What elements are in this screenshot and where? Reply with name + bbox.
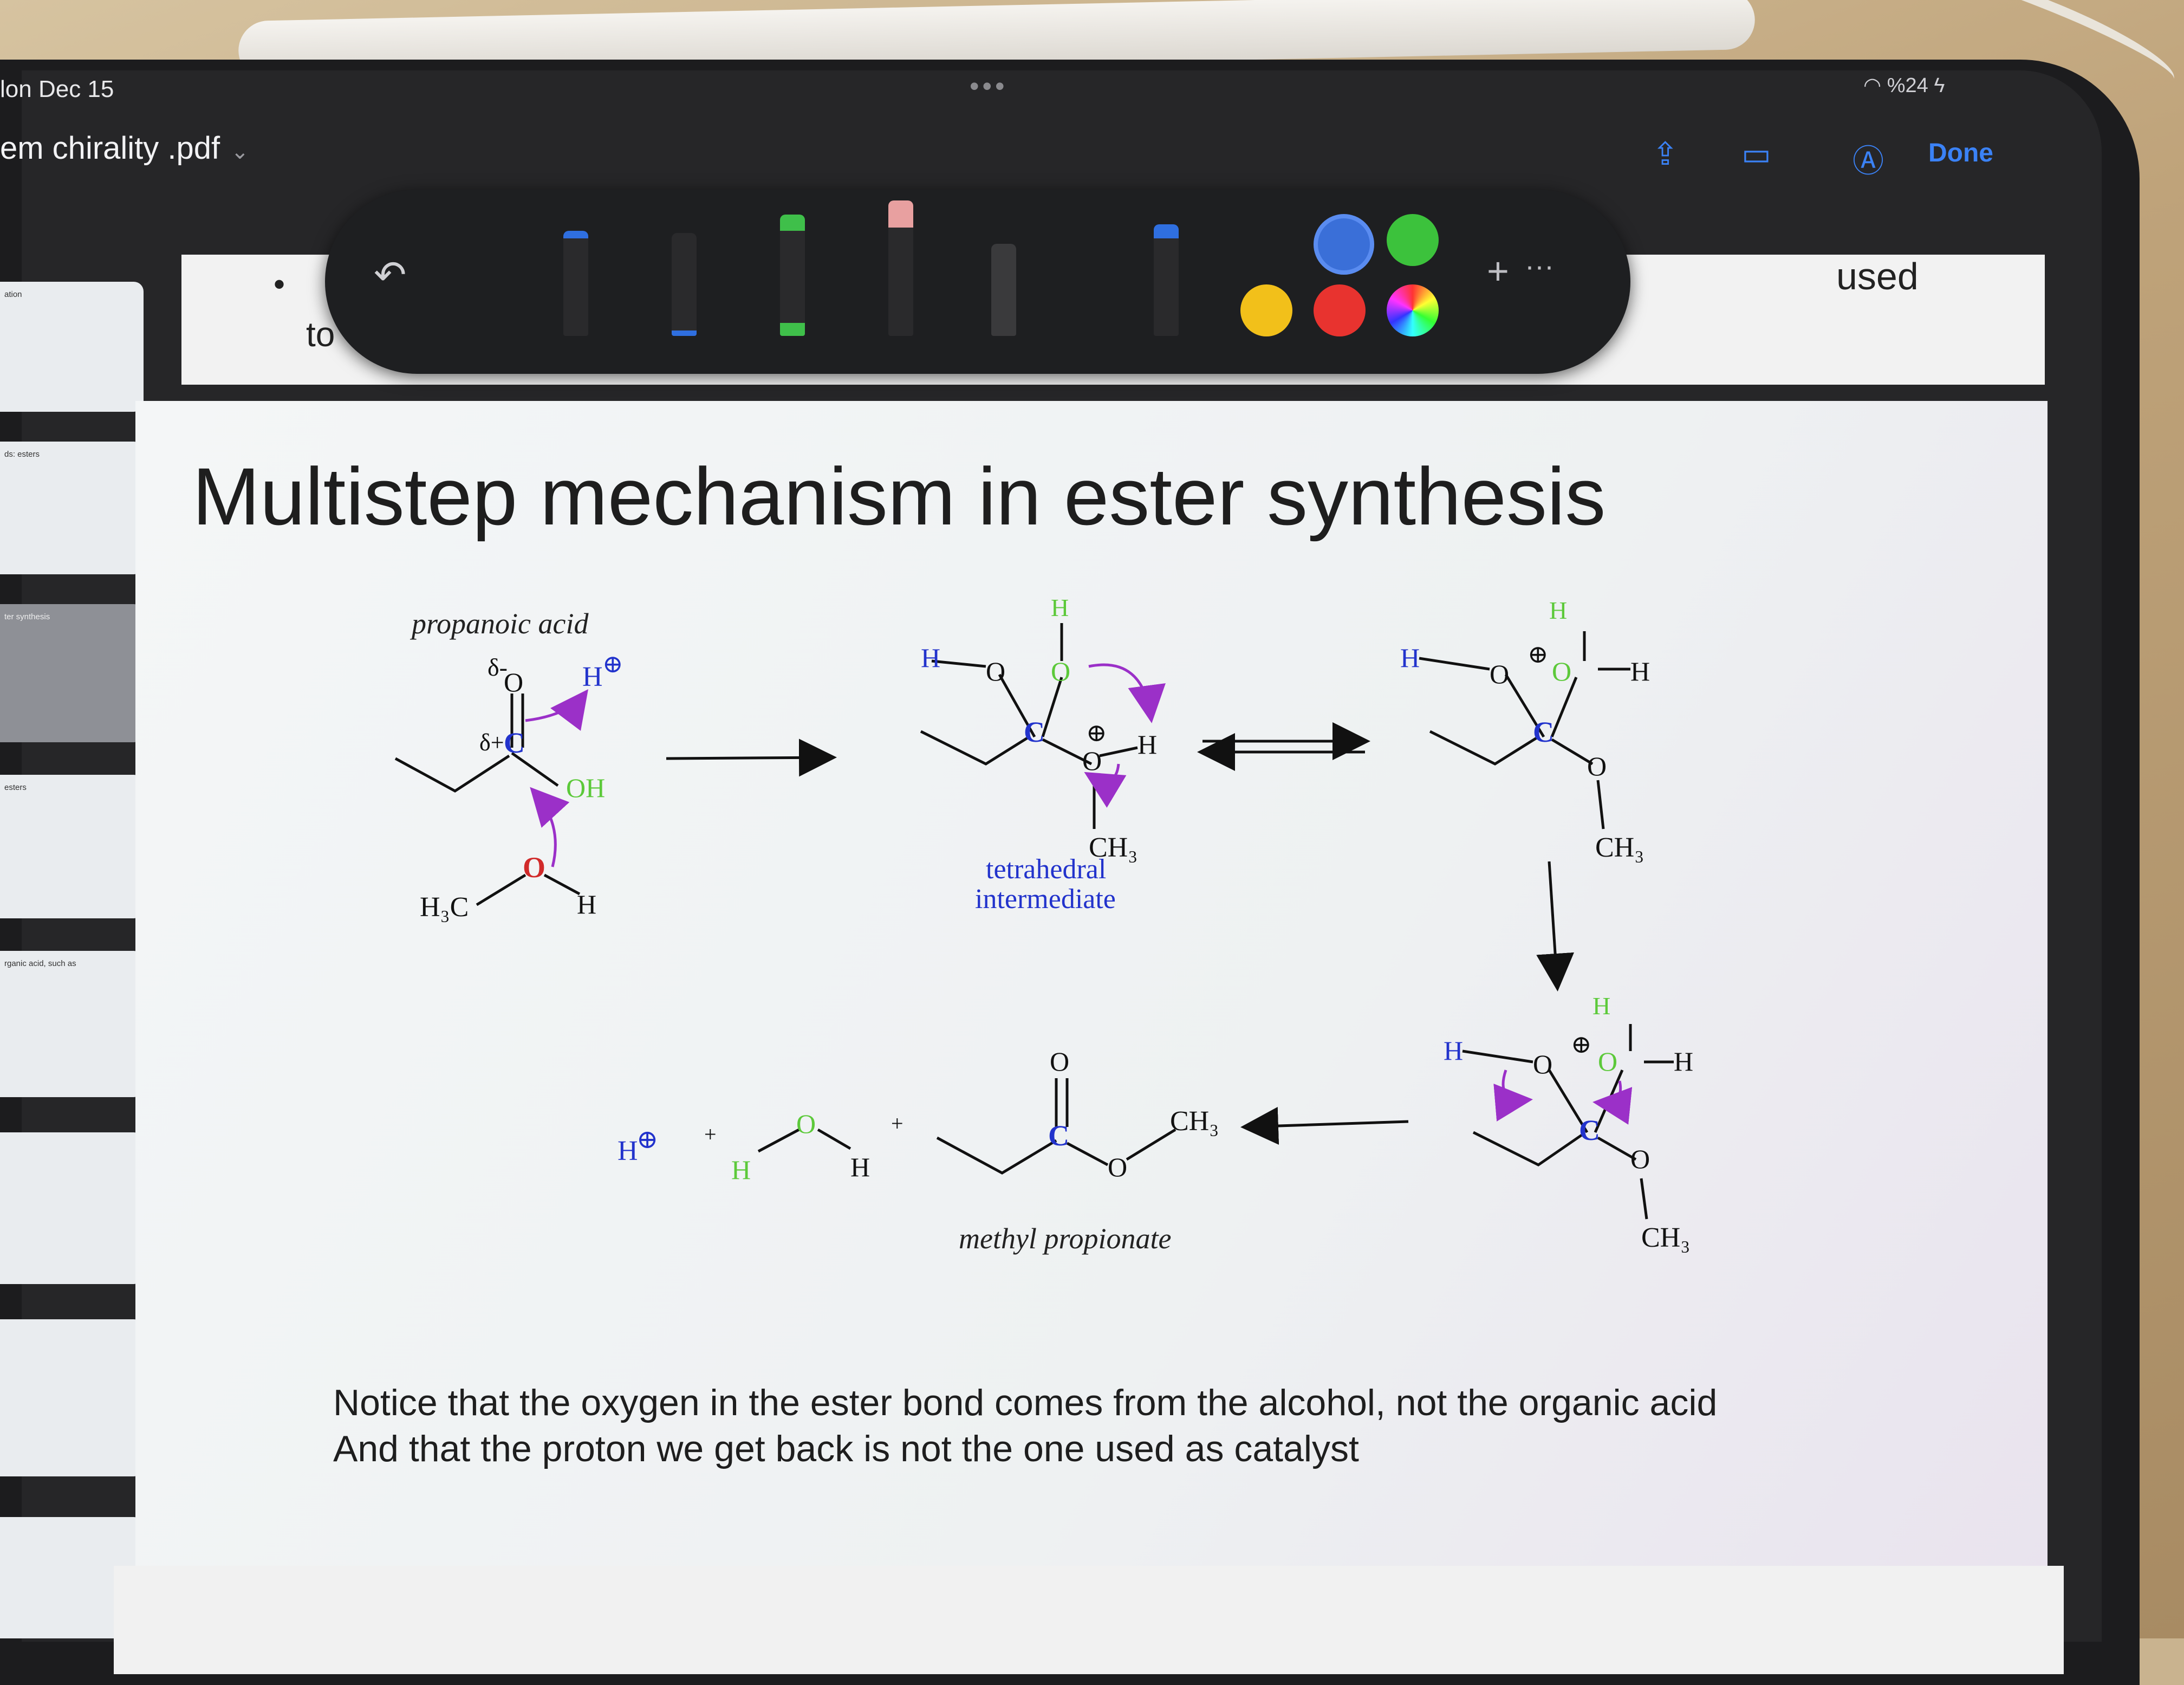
atom-o-green: O (1552, 656, 1572, 686)
atom-o: O (1630, 1144, 1650, 1174)
atom-oh: OH (566, 773, 606, 803)
atom-o: O (1108, 1152, 1128, 1182)
atom-c: C (1533, 716, 1554, 748)
done-button[interactable]: Done (1928, 139, 1993, 167)
slide-note-line2: And that the proton we get back is not t… (333, 1428, 1359, 1469)
atom-h: H (1674, 1046, 1694, 1077)
atom-ch3: CH₃ (1170, 1106, 1219, 1137)
slide-title: Multistep mechanism in ester synthesis (192, 451, 1606, 542)
next-page (114, 1566, 2064, 1674)
atom-c: C (1579, 1114, 1600, 1146)
plus-sign: + (704, 1122, 717, 1146)
chevron-down-icon: ⌄ (231, 140, 249, 164)
atom-h: H (577, 889, 597, 919)
color-swatch-red[interactable] (1314, 284, 1366, 336)
add-icon[interactable]: + (1487, 250, 1509, 292)
atom-h: H (921, 643, 941, 673)
label-tetrahedral: tetrahedral (986, 854, 1107, 885)
document-title-text: em chirality .pdf (0, 131, 220, 166)
atom-o-green: O (1051, 656, 1071, 686)
status-indicators: ◠ %24 ϟ (1863, 73, 1945, 98)
bullet: • (274, 266, 285, 302)
atom-o: O (1533, 1049, 1553, 1079)
color-swatch-blue[interactable] (1314, 214, 1374, 275)
page-thumbnail[interactable]: ds: esters (0, 442, 144, 574)
prev-page-text: to (306, 315, 335, 354)
slide-note-line1: Notice that the oxygen in the ester bond… (333, 1382, 1718, 1423)
atom-c: C (504, 727, 525, 759)
atom-ch3: CH₃ (1089, 832, 1138, 863)
atom-c: C (1048, 1119, 1069, 1152)
prev-page-text: used (1836, 255, 1919, 297)
more-icon[interactable]: ··· (1525, 250, 1554, 282)
atom-o: O (1082, 746, 1102, 776)
atom-o-red: O (523, 851, 546, 884)
mechanism-diagram: propanoic acid δ- O δ+ C OH H ⊕ O H₃C H … (135, 401, 2047, 1582)
color-swatch-green[interactable] (1387, 214, 1439, 266)
atom-h: H (1444, 1035, 1464, 1066)
color-swatch-yellow[interactable] (1240, 284, 1292, 336)
atom-o: O (1050, 1046, 1070, 1077)
atom-h-green: H (1592, 992, 1611, 1020)
atom-h-green: H (1051, 594, 1069, 621)
page-thumbnail[interactable]: rganic acid, such as (0, 951, 144, 1097)
label-methyl-propionate: methyl propionate (959, 1222, 1172, 1255)
markup-tools-icon[interactable]: ▭ (1741, 137, 1771, 172)
marker-tool[interactable] (672, 233, 697, 336)
slide-page (135, 401, 2047, 1582)
atom-h: H (850, 1152, 870, 1182)
markup-toolbar: ↶ + ··· (325, 190, 1630, 374)
plus-charge-icon: ⊕ (636, 1125, 659, 1154)
plus-charge-icon: ⊕ (1571, 1031, 1592, 1058)
atom-c: C (1024, 716, 1045, 748)
atom-o: O (504, 667, 524, 697)
wifi-icon: ◠ (1863, 74, 1882, 97)
atom-h: H (1138, 729, 1158, 760)
plus-charge-icon: ⊕ (1528, 640, 1549, 668)
page-thumbnail[interactable] (0, 1132, 144, 1284)
page-thumbnail[interactable]: ation (0, 282, 144, 412)
battery-percent: %24 (1887, 74, 1928, 97)
status-date: lon Dec 15 (0, 76, 114, 102)
plus-sign: + (891, 1111, 903, 1136)
page-thumbnail[interactable] (0, 1319, 144, 1476)
multitask-dots[interactable]: ••• (970, 71, 1008, 101)
partial-positive: δ+ (479, 729, 504, 756)
share-icon[interactable]: ⇪ (1652, 137, 1679, 172)
atom-h: H (1630, 656, 1650, 686)
undo-icon[interactable]: ↶ (374, 254, 407, 297)
partial-negative: δ- (487, 653, 508, 681)
atom-h-green: H (1549, 597, 1568, 624)
plus-charge-icon: ⊕ (602, 650, 623, 678)
page-thumbnail[interactable]: esters (0, 775, 144, 918)
plus-charge-icon: ⊕ (1086, 719, 1107, 747)
atom-o: O (1490, 659, 1510, 689)
atom-o: O (986, 656, 1006, 686)
markup-pen-icon[interactable]: Ⓐ (1852, 144, 1884, 179)
page-thumbnail-selected[interactable]: ter synthesis (0, 604, 144, 742)
highlighter-tool[interactable] (780, 215, 805, 336)
atom-ch3: CH₃ (1595, 832, 1644, 863)
proton-h: H (618, 1136, 638, 1166)
eraser-tool[interactable] (888, 200, 913, 336)
color-picker-icon[interactable] (1387, 284, 1439, 336)
atom-h-green: H (731, 1155, 751, 1185)
atom-o-green: O (796, 1109, 816, 1139)
atom-o: O (1587, 751, 1607, 781)
atom-h3c: H₃C (420, 892, 469, 923)
document-title[interactable]: em chirality .pdf ⌄ (0, 130, 249, 166)
ruler-tool[interactable] (991, 244, 1016, 336)
label-intermediate: intermediate (975, 884, 1116, 915)
proton-h: H (582, 662, 603, 692)
atom-h: H (1400, 643, 1420, 673)
atom-o-green: O (1598, 1046, 1618, 1077)
pen-tool[interactable] (563, 231, 588, 336)
lasso-tool[interactable] (1154, 224, 1179, 336)
atom-ch3: CH₃ (1641, 1222, 1691, 1253)
label-propanoic-acid: propanoic acid (412, 607, 589, 640)
battery-charging-icon: ϟ (1934, 74, 1945, 97)
mechanism-drawing (394, 623, 1674, 1220)
